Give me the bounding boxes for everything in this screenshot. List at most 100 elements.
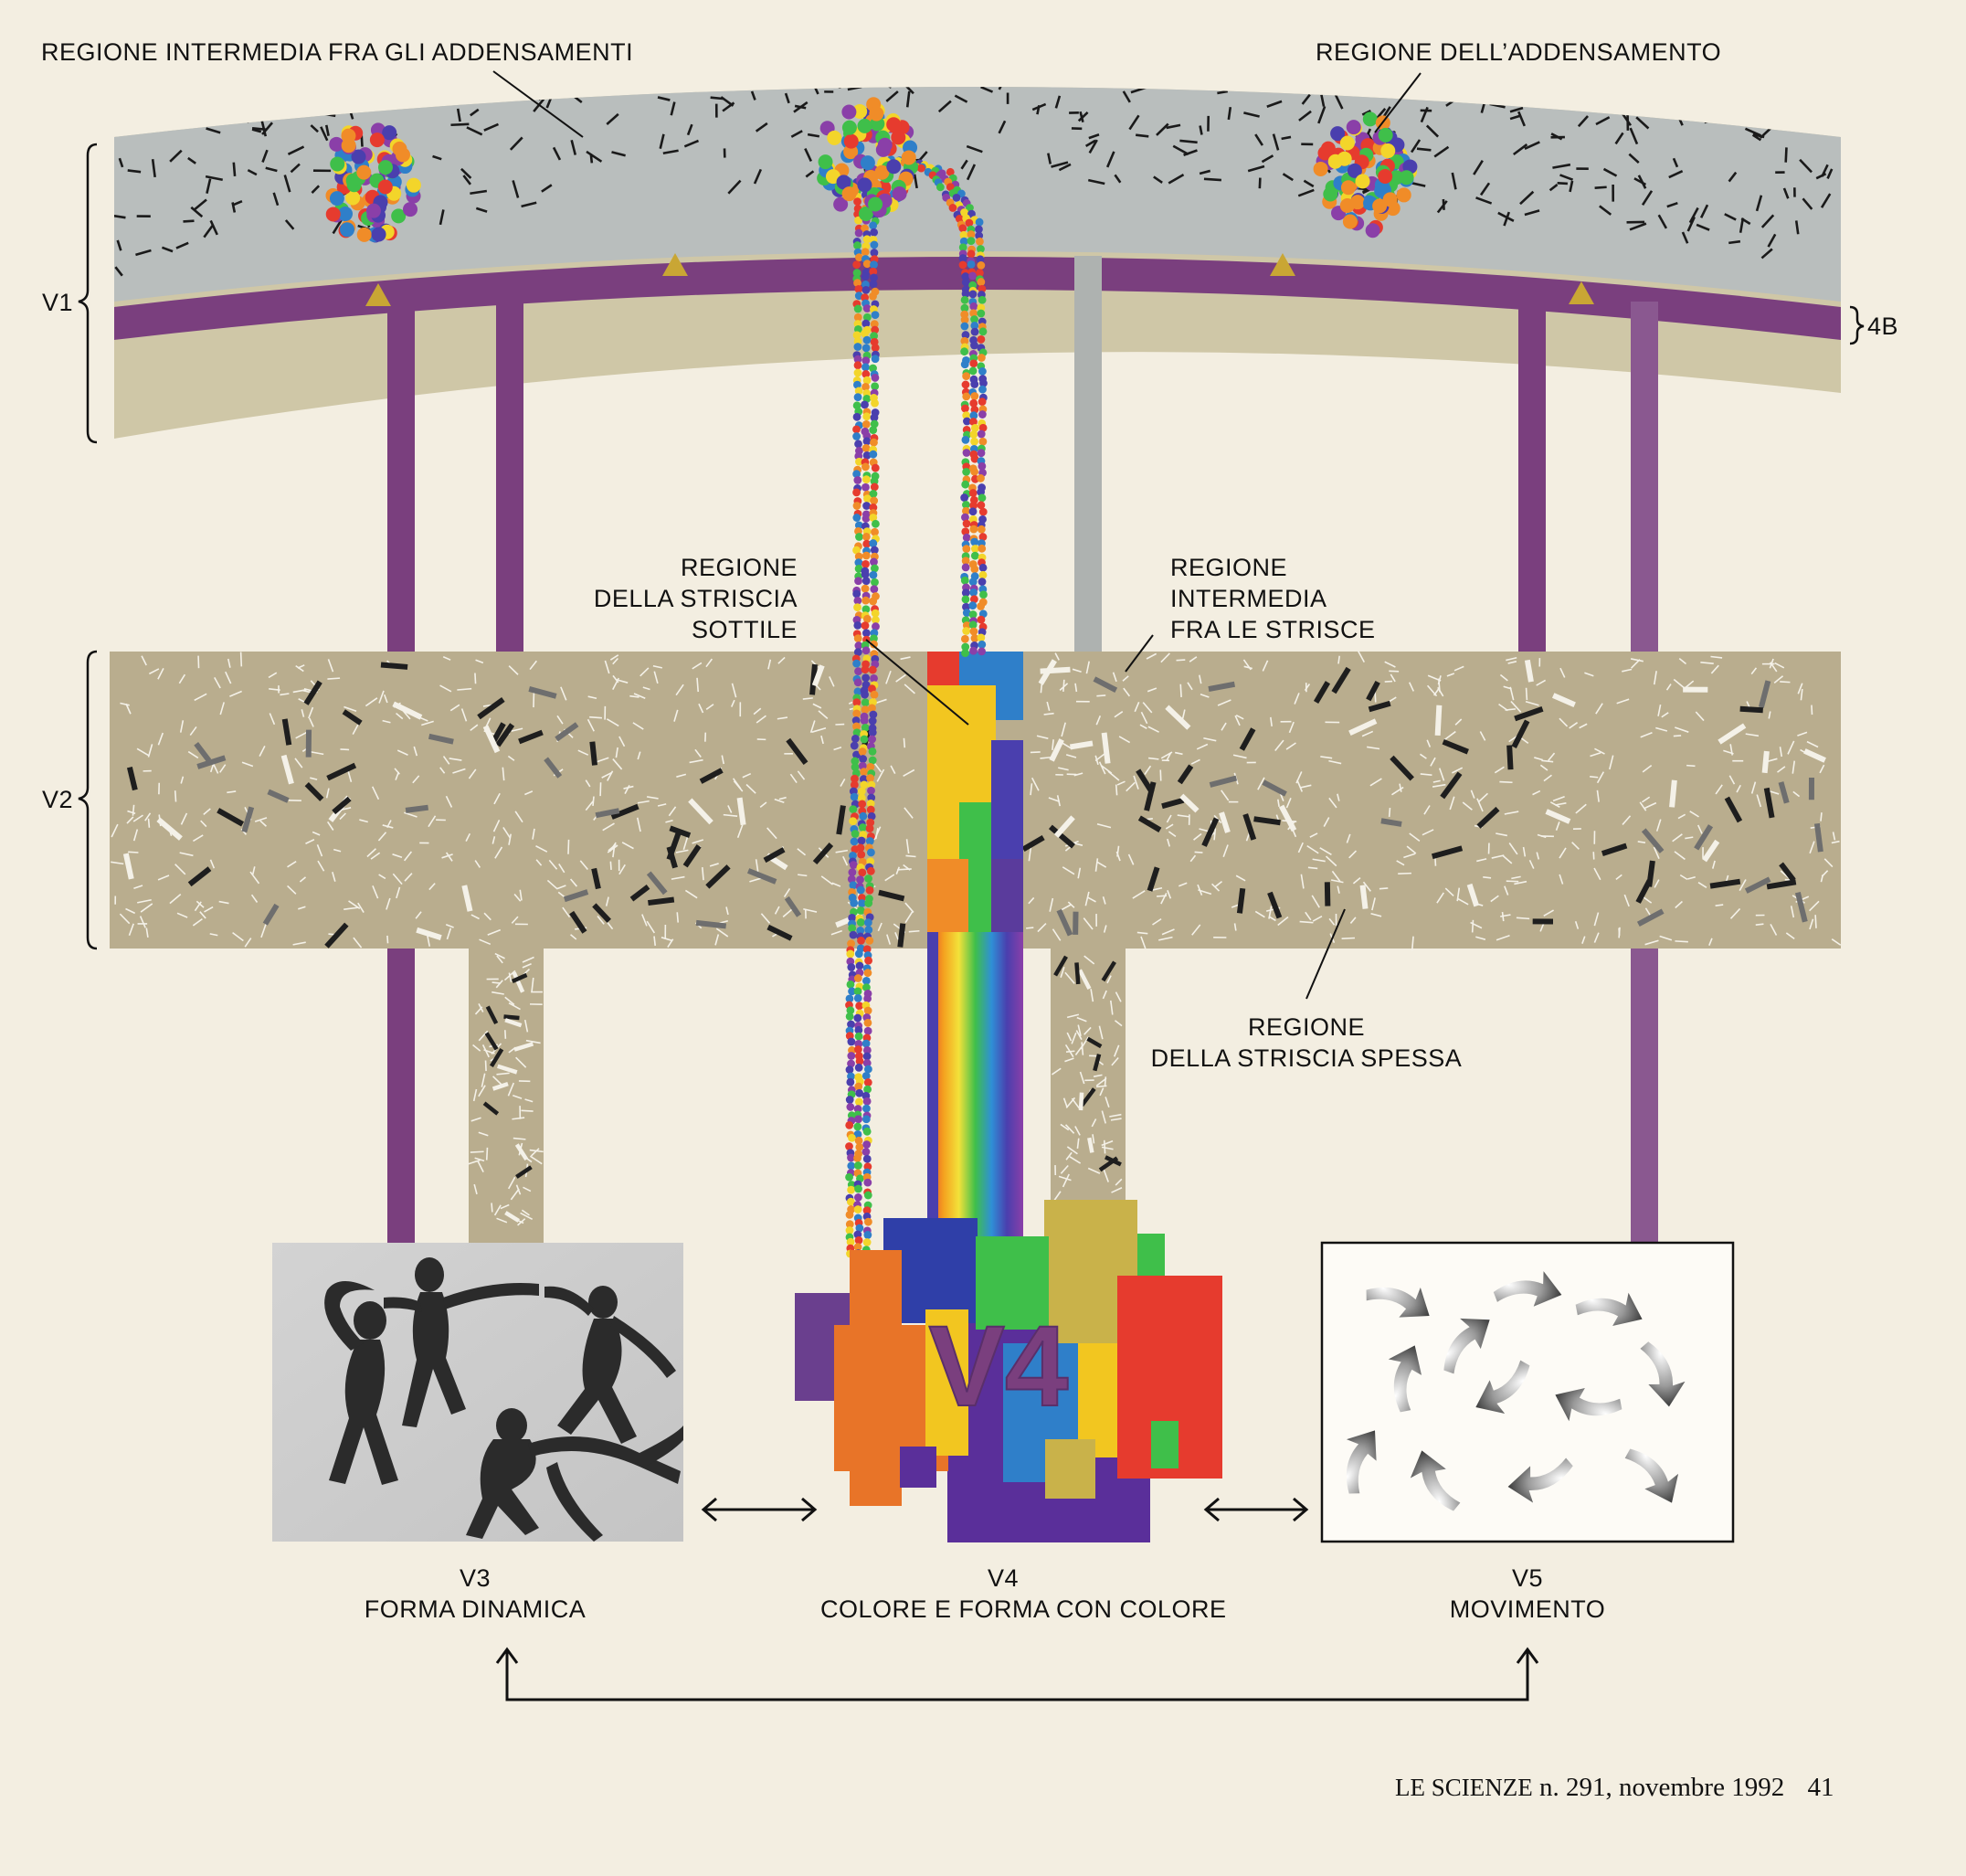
fiber-dot (864, 918, 872, 927)
fiber-dot (864, 1218, 872, 1226)
texture-dash (1620, 104, 1629, 114)
texture-dash (1260, 83, 1266, 91)
fiber-dot (847, 1186, 855, 1194)
fiber-dot (969, 489, 978, 497)
texture-bar (1041, 670, 1071, 672)
fiber-dot (853, 343, 861, 351)
v1-bracket (79, 144, 97, 442)
fiber-dot (863, 1179, 872, 1187)
texture-dash (535, 89, 540, 100)
fiber-dot (857, 886, 865, 895)
v4-block (1151, 1421, 1179, 1468)
fiber-dot (969, 290, 978, 298)
fiber-dot (846, 1103, 854, 1111)
fiber-dot (864, 874, 872, 883)
fiber-dot (863, 1231, 872, 1239)
fiber-dot (872, 355, 880, 363)
fiber-dot (936, 183, 945, 191)
fiber-dot (864, 926, 872, 934)
blob-dot (378, 160, 393, 175)
fiber-dot (961, 360, 969, 368)
fiber-dot (962, 392, 970, 400)
fiber-dot (859, 823, 867, 832)
texture-dash (963, 61, 973, 63)
fiber-dot (978, 367, 987, 376)
fiber-dot (971, 328, 979, 336)
fiber-dot (958, 224, 967, 232)
fiber-dot (849, 817, 857, 825)
fiber-dot (848, 868, 856, 876)
fiber-dot (855, 1098, 863, 1107)
fiber-dot (851, 793, 859, 801)
fiber-dot (854, 634, 862, 642)
blob-dot (1397, 187, 1411, 202)
blob-dot (403, 202, 418, 217)
fiber-dot (976, 218, 984, 227)
texture-dash (362, 135, 363, 146)
texture-dash (450, 124, 469, 125)
fiber-dot (846, 1096, 854, 1104)
texture-bar (1327, 882, 1328, 906)
fiber-dot (862, 344, 871, 352)
texture-bar (381, 664, 407, 666)
label-interstripe: REGIONE INTERMEDIA FRA LE STRISCE (1170, 552, 1376, 645)
fiber-dot (869, 221, 877, 229)
texture-bar (1381, 821, 1401, 824)
texture-bar (1672, 780, 1675, 808)
fiber-dot (869, 747, 877, 756)
fiber-dot (968, 601, 977, 609)
fiber-dot (862, 1040, 871, 1048)
fiber-dot (854, 667, 862, 675)
fiber-dot (962, 595, 970, 603)
fiber-dot (854, 393, 862, 401)
fiber-dot (970, 468, 978, 476)
fiber-dot (864, 1019, 872, 1027)
fiber-dot (967, 260, 976, 269)
label-thin-stripe: REGIONE DELLA STRISCIA SOTTILE (566, 552, 798, 645)
fiber-dot (851, 838, 859, 846)
fiber-dot (846, 1078, 854, 1086)
fiber-dot (854, 1205, 862, 1214)
texture-dash (1389, 671, 1399, 672)
texture-dash (1812, 705, 1813, 715)
fiber-dot (861, 705, 870, 714)
fiber-dot (849, 805, 857, 813)
fiber-dot (969, 647, 978, 655)
label-v4-area: V4 COLORE E FORMA CON COLORE (820, 1563, 1186, 1625)
blob-dot (1380, 143, 1395, 158)
texture-dash (1686, 766, 1695, 767)
fiber-dot (851, 735, 860, 743)
blob-dot (1366, 223, 1380, 238)
fiber-dot (977, 474, 985, 482)
fiber-dot (847, 963, 855, 971)
texture-dash (1031, 752, 1041, 753)
fiber-dot (854, 974, 862, 982)
fiber-dot (872, 374, 880, 382)
texture-dash (487, 1148, 488, 1161)
fiber-dot (867, 867, 875, 875)
fiber-dot (860, 768, 868, 776)
texture-dash (521, 1110, 533, 1111)
fiber-dot (853, 1014, 861, 1023)
fiber-dot (869, 717, 877, 726)
fiber-dot (967, 237, 976, 245)
fiber-dot (871, 241, 879, 249)
texture-dash (568, 840, 569, 854)
texture-dash (1116, 785, 1117, 796)
blob-dot (1314, 162, 1328, 176)
fiber-dot (970, 438, 978, 446)
blob-dot (378, 180, 393, 195)
texture-dash (967, 48, 983, 54)
fiber-dot (977, 278, 985, 286)
page-footer: LE SCIENZE n. 291, novembre 1992 41 (1395, 1773, 1834, 1803)
fiber-dot (853, 603, 861, 611)
fiber-dot (960, 347, 968, 355)
texture-dash (1300, 922, 1314, 923)
texture-dash (1674, 736, 1681, 737)
blob-dot (842, 121, 857, 135)
fiber-dot (850, 931, 858, 939)
fiber-dot (858, 868, 866, 876)
footer-journal: LE SCIENZE (1395, 1774, 1533, 1801)
fiber-dot (961, 436, 969, 444)
fiber-dot (852, 514, 861, 522)
